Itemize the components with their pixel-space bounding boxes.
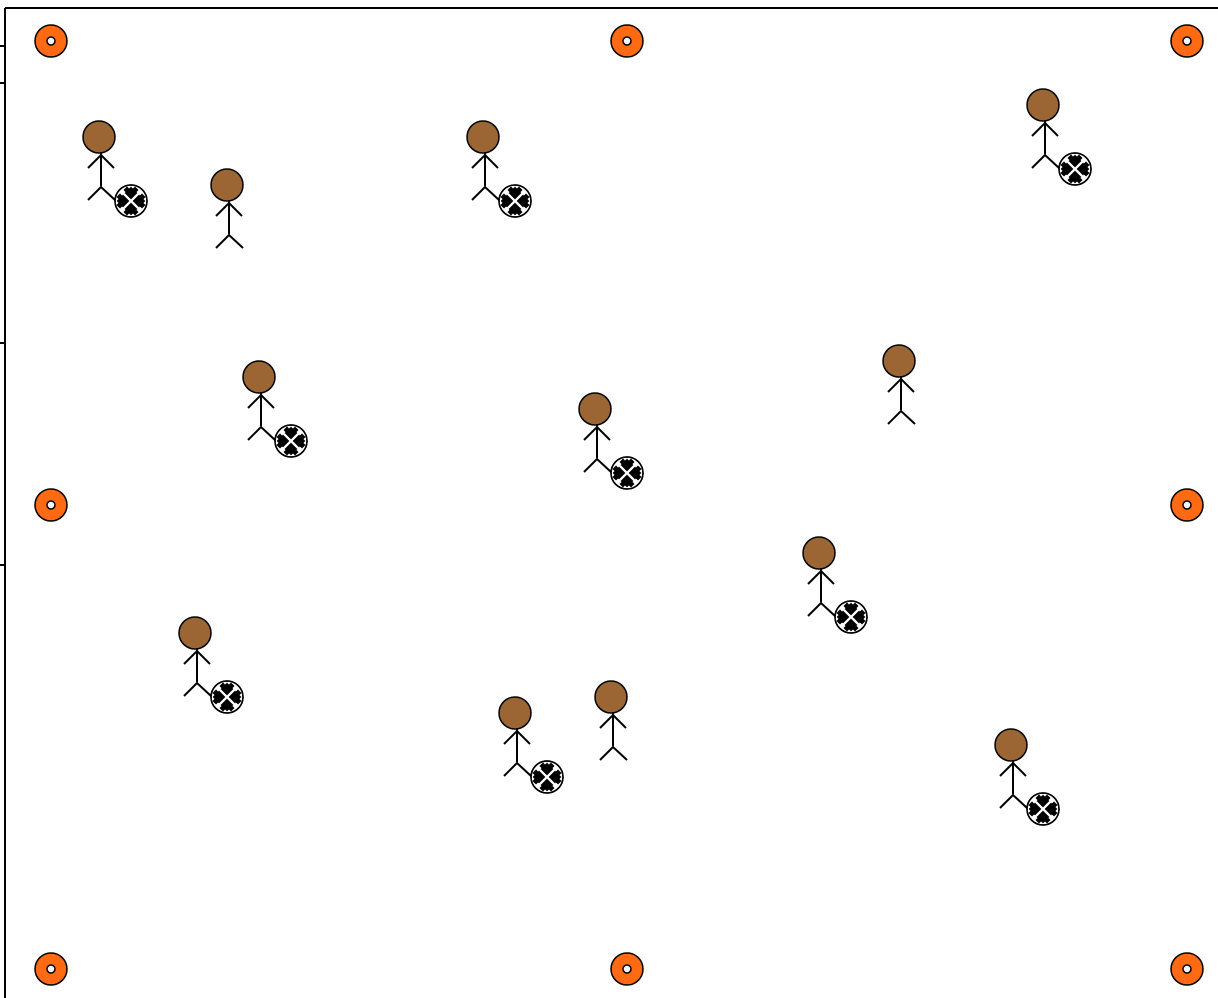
cone-marker-icon (35, 25, 67, 57)
cone-marker-icon (1171, 489, 1203, 521)
cone-marker-icon (1171, 953, 1203, 985)
cone-marker-icon (35, 953, 67, 985)
soccer-ball-icon (211, 681, 243, 713)
soccer-ball-icon (275, 425, 307, 457)
soccer-ball-icon (835, 601, 867, 633)
cone-marker-icon (611, 953, 643, 985)
soccer-ball-icon (1027, 793, 1059, 825)
cone-marker-icon (1171, 25, 1203, 57)
cone-marker-icon (611, 25, 643, 57)
soccer-ball-icon (611, 457, 643, 489)
soccer-ball-icon (115, 185, 147, 217)
soccer-ball-icon (531, 761, 563, 793)
cone-marker-icon (35, 489, 67, 521)
soccer-ball-icon (499, 185, 531, 217)
soccer-ball-icon (1059, 153, 1091, 185)
